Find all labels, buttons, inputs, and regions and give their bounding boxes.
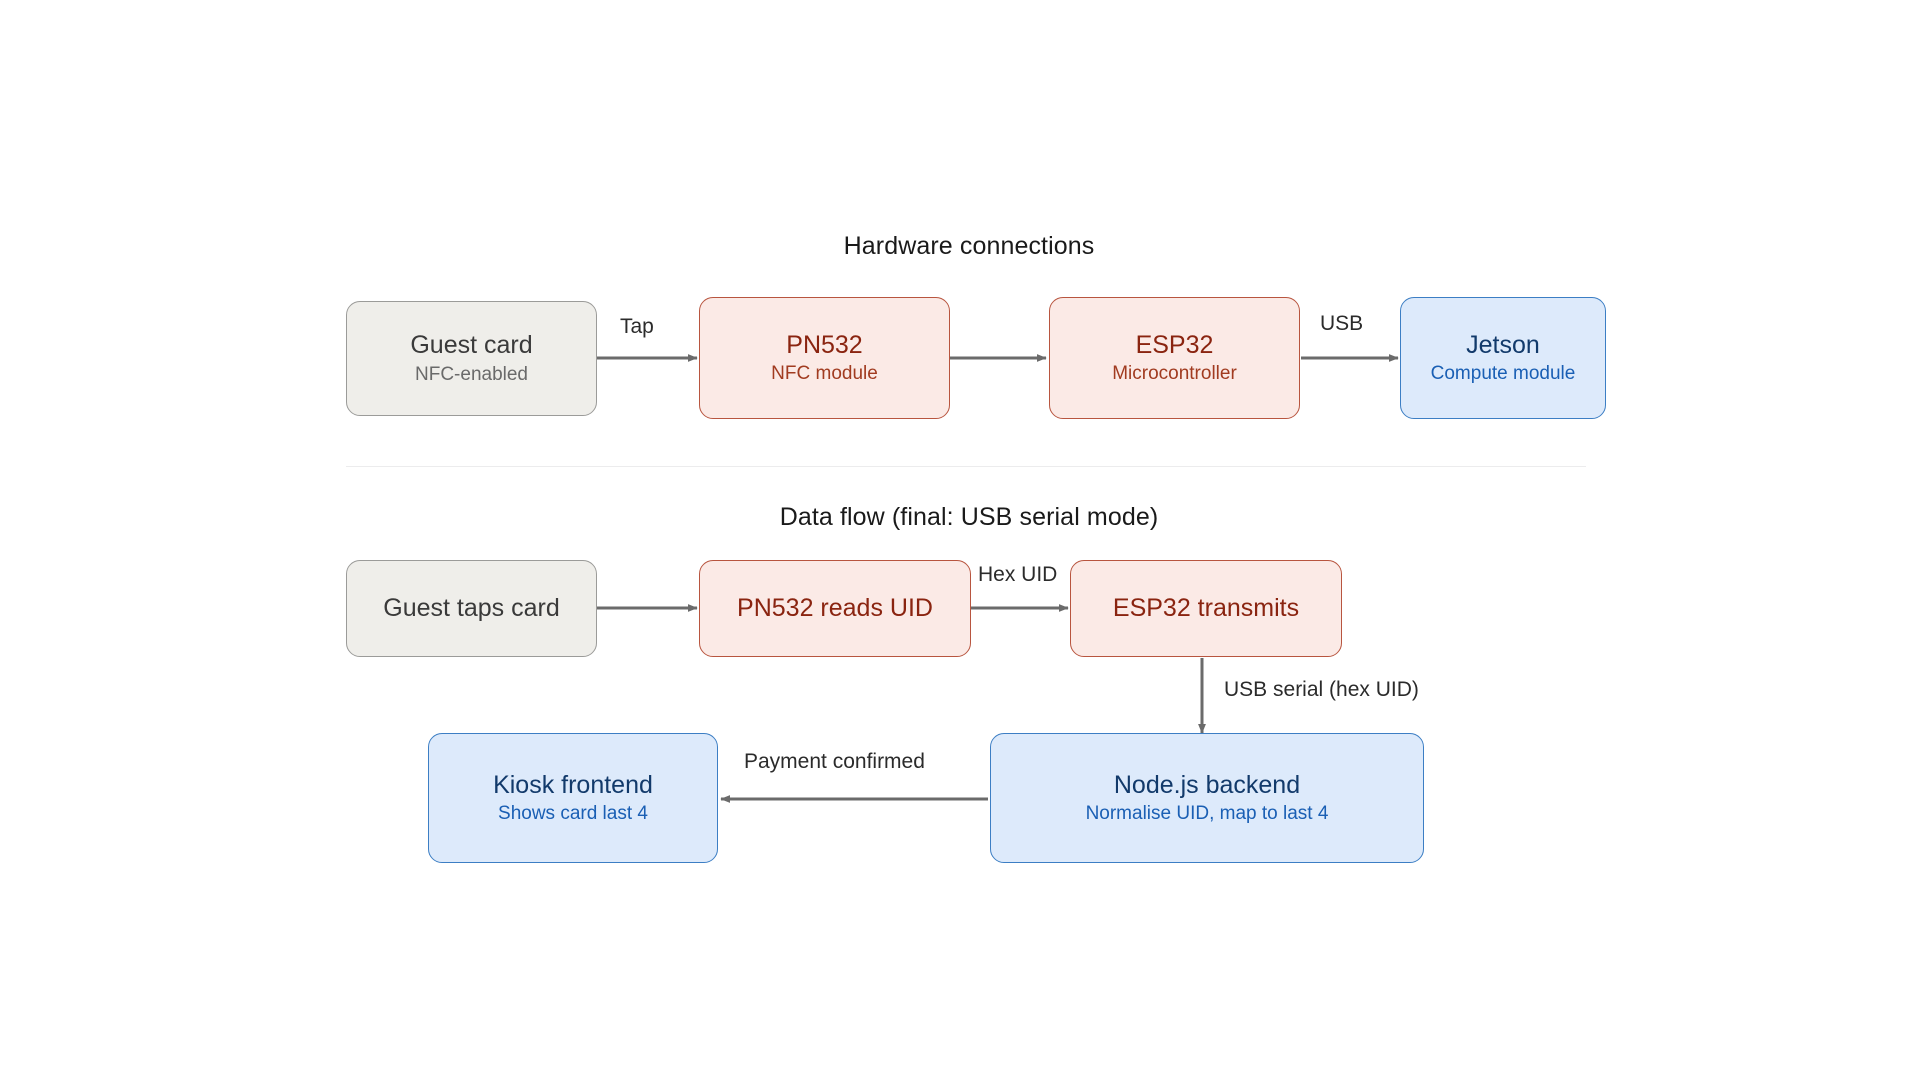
- edge-label-hex-uid: Hex UID: [976, 563, 1060, 587]
- node-nodejs-backend-subtitle: Normalise UID, map to last 4: [1085, 803, 1329, 825]
- section-title-dataflow: Data flow (final: USB serial mode): [0, 503, 1920, 532]
- edge-label-tap: Tap: [618, 315, 656, 339]
- node-guest-card-title: Guest card: [410, 331, 533, 360]
- node-jetson-subtitle: Compute module: [1430, 363, 1576, 385]
- node-pn532[interactable]: PN532 NFC module: [699, 297, 950, 419]
- node-guest-card-subtitle: NFC-enabled: [415, 363, 528, 385]
- node-guest-taps-card[interactable]: Guest taps card: [346, 560, 597, 657]
- node-nodejs-backend[interactable]: Node.js backend Normalise UID, map to la…: [990, 733, 1424, 863]
- edge-label-usb: USB: [1318, 312, 1366, 336]
- node-nodejs-backend-title: Node.js backend: [1113, 770, 1301, 799]
- node-pn532-title: PN532: [786, 330, 863, 359]
- node-jetson[interactable]: Jetson Compute module: [1400, 297, 1606, 419]
- node-guest-card[interactable]: Guest card NFC-enabled: [346, 301, 597, 416]
- node-esp32[interactable]: ESP32 Microcontroller: [1049, 297, 1300, 419]
- edge-label-usb-serial: USB serial (hex UID): [1222, 678, 1421, 702]
- node-kiosk-frontend-subtitle: Shows card last 4: [498, 803, 648, 825]
- node-esp32-transmits-title: ESP32 transmits: [1112, 593, 1300, 622]
- node-kiosk-frontend[interactable]: Kiosk frontend Shows card last 4: [428, 733, 718, 863]
- node-jetson-title: Jetson: [1466, 330, 1540, 359]
- node-pn532-subtitle: NFC module: [771, 363, 878, 385]
- section-divider: [346, 466, 1586, 467]
- node-esp32-title: ESP32: [1135, 330, 1214, 359]
- node-pn532-reads-uid-title: PN532 reads UID: [737, 593, 933, 622]
- section-title-hardware: Hardware connections: [0, 232, 1920, 261]
- node-esp32-subtitle: Microcontroller: [1112, 363, 1237, 385]
- node-pn532-reads-uid[interactable]: PN532 reads UID: [699, 560, 971, 657]
- node-guest-taps-card-title: Guest taps card: [383, 593, 560, 622]
- node-esp32-transmits[interactable]: ESP32 transmits: [1070, 560, 1342, 657]
- edge-label-payment-confirmed: Payment confirmed: [742, 750, 927, 774]
- node-kiosk-frontend-title: Kiosk frontend: [493, 770, 653, 799]
- section-title-hardware-text: Hardware connections: [843, 232, 1095, 260]
- section-title-dataflow-text: Data flow (final: USB serial mode): [779, 503, 1159, 531]
